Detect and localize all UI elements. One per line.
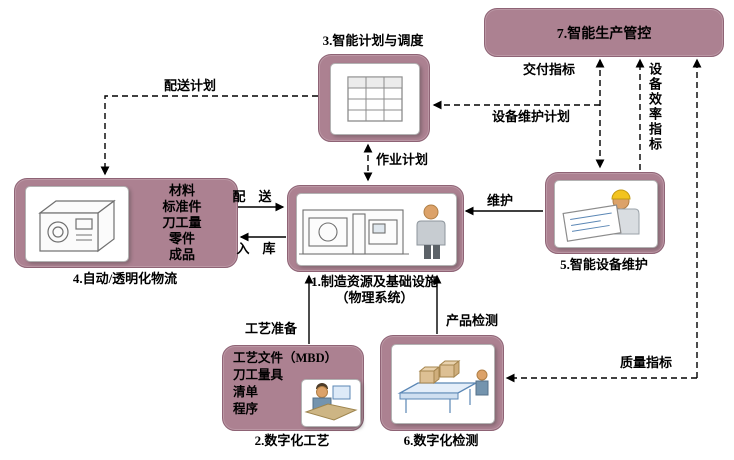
label-delivery-kpi: 交付指标 bbox=[522, 62, 575, 77]
logistics-icon-panel bbox=[25, 186, 129, 262]
label-delivery-plan: 配送计划 bbox=[163, 78, 216, 93]
process-icon-panel bbox=[301, 379, 361, 427]
label-process-preparation: 工艺准备 bbox=[244, 321, 297, 336]
box-equipment-maintenance-label: 5.智能设备维护 bbox=[560, 257, 648, 272]
maintenance-icon-panel bbox=[554, 180, 658, 248]
logistics-machine-icon bbox=[38, 199, 116, 253]
process-doc-list: 工艺文件（MBD） 刀工量具 清单 程序 bbox=[229, 350, 365, 418]
spreadsheet-icon bbox=[347, 76, 403, 122]
inspection-icon-panel bbox=[391, 344, 495, 424]
manufacturing-icon-panel bbox=[296, 193, 457, 266]
box-digital-inspection bbox=[380, 335, 504, 431]
edge-delivery-plan-line bbox=[100, 95, 318, 176]
box-planning-scheduling bbox=[318, 54, 430, 142]
factory-machine-person-icon bbox=[299, 204, 446, 259]
designer-workstation-icon bbox=[304, 383, 358, 421]
process-doc-item: 程序 bbox=[233, 402, 259, 416]
box-planning-label: 3.智能计划与调度 bbox=[322, 33, 424, 48]
logistics-item: 材料 bbox=[168, 183, 195, 198]
box-manufacturing-label-line2: （物理系统） bbox=[335, 290, 414, 305]
box-manufacturing-label-line1: 1.制造资源及基础设施 bbox=[311, 274, 438, 289]
process-doc-item: 工艺文件（MBD） bbox=[233, 351, 338, 365]
process-doc-item: 刀工量具 bbox=[233, 368, 284, 382]
box-production-control: 7.智能生产管控 bbox=[484, 8, 724, 57]
label-quality-kpi: 质量指标 bbox=[619, 355, 672, 370]
logistics-item-list: 材料 标准件 刀工量 零件 成品 bbox=[133, 183, 231, 263]
logistics-item: 刀工量 bbox=[162, 215, 202, 230]
label-equipment-maintenance-plan: 设备维护计划 bbox=[491, 109, 570, 124]
label-product-inspection: 产品检测 bbox=[445, 313, 498, 328]
label-work-plan: 作业计划 bbox=[376, 152, 429, 167]
label-maintain: 维护 bbox=[486, 193, 513, 208]
label-inbound: 入 库 bbox=[236, 241, 276, 256]
planning-icon-panel bbox=[330, 63, 420, 135]
logistics-item: 标准件 bbox=[162, 199, 202, 214]
label-deliver: 配 送 bbox=[232, 189, 272, 204]
engineer-blueprint-icon bbox=[562, 189, 640, 242]
box-digital-process-label: 2.数字化工艺 bbox=[254, 433, 330, 448]
box-equipment-maintenance bbox=[545, 172, 665, 254]
conveyor-inspection-icon bbox=[397, 359, 489, 413]
box-manufacturing-resources bbox=[287, 185, 464, 272]
box-digital-inspection-label: 6.数字化检测 bbox=[403, 433, 479, 448]
process-doc-item: 清单 bbox=[233, 385, 259, 399]
box-production-control-label: 7.智能生产管控 bbox=[556, 26, 652, 42]
box-digital-process: 工艺文件（MBD） 刀工量具 清单 程序 bbox=[222, 345, 364, 431]
box-logistics: 材料 标准件 刀工量 零件 成品 bbox=[14, 178, 238, 268]
operator-person bbox=[416, 204, 446, 259]
box-manufacturing-label: 1.制造资源及基础设施 （物理系统） bbox=[287, 274, 462, 306]
label-equipment-efficiency-kpi: 设备效率指标 bbox=[647, 62, 662, 152]
logistics-item: 零件 bbox=[168, 231, 195, 246]
box-logistics-label: 4.自动/透明化物流 bbox=[72, 271, 178, 286]
logistics-item: 成品 bbox=[168, 247, 195, 262]
